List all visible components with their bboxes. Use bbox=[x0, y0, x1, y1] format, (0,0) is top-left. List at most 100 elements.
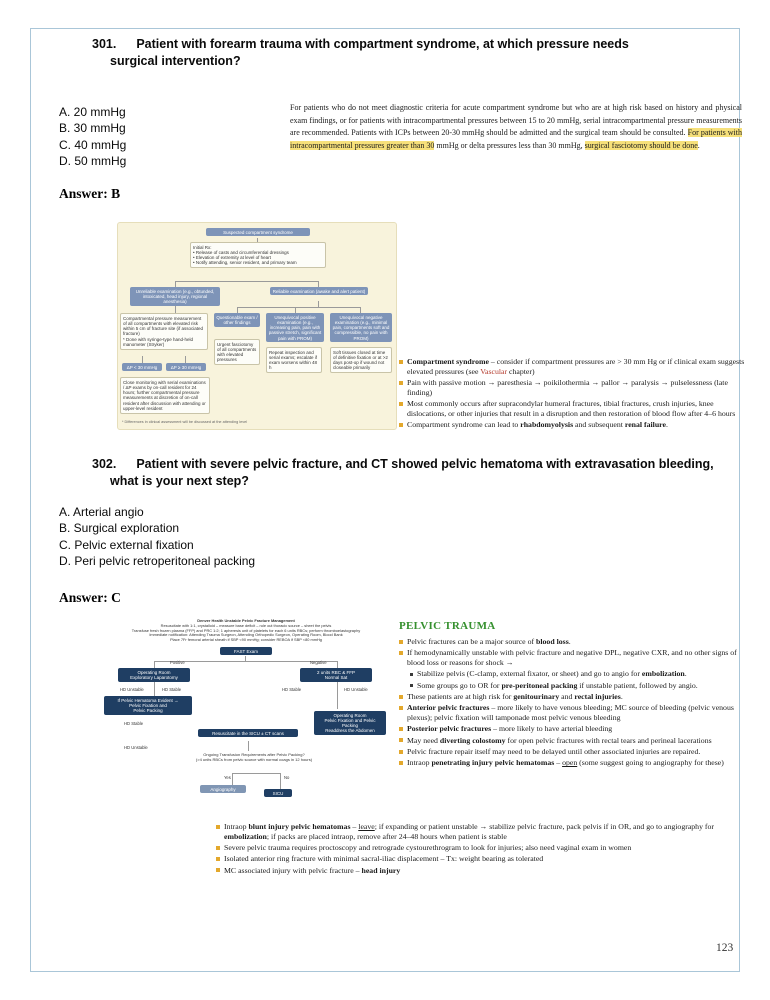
branch-label: No bbox=[284, 775, 290, 780]
flowchart-node: Initial Rx: • Release of casts and circu… bbox=[190, 242, 326, 269]
branch-label: HD Stable bbox=[162, 687, 182, 692]
connector-line bbox=[245, 656, 246, 661]
reference-excerpt: For patients who do not meet diagnostic … bbox=[290, 103, 742, 150]
question-302-options: A. Arterial angio B. Surgical exploratio… bbox=[59, 504, 255, 570]
connector-line bbox=[295, 307, 296, 313]
bullet-icon bbox=[399, 694, 403, 699]
note-text: Pelvic fractures can be a major source o… bbox=[407, 637, 571, 646]
flowchart-node: Compartmental pressure measurement of al… bbox=[120, 313, 208, 350]
note-bullet: Compartment syndrome – consider if compa… bbox=[399, 357, 746, 377]
note-bullet: Pain with passive motion → paresthesia →… bbox=[399, 378, 746, 398]
page-number: 123 bbox=[716, 942, 734, 954]
connector-line bbox=[232, 773, 233, 785]
flowchart-node: SICU bbox=[264, 789, 292, 798]
flowchart-node: 2 units RBC & FFP Normal Sat bbox=[300, 668, 372, 682]
bullet-icon bbox=[410, 672, 413, 676]
connector-line bbox=[154, 661, 338, 662]
note-bullet: Isolated anterior ring fracture with min… bbox=[216, 854, 750, 864]
flowchart-node: Operating Room Pelvic Fixation and Pelvi… bbox=[314, 711, 386, 736]
flowchart-node: Urgent fasciotomy of all compartments wi… bbox=[214, 339, 260, 366]
note-text: Most commonly occurs after supracondylar… bbox=[407, 399, 736, 418]
flowchart-node: Unequivocal negative examination (e.g., … bbox=[330, 313, 392, 343]
answer-302: Answer: C bbox=[59, 590, 121, 605]
connector-line bbox=[237, 307, 238, 313]
flowchart-text: Ongoing Transfusion Requirements after P… bbox=[195, 752, 313, 762]
note-bullet: Anterior pelvic fractures – more likely … bbox=[399, 703, 749, 723]
note-bullet: These patients are at high risk for geni… bbox=[399, 692, 749, 702]
pelvic-trauma-notes: Pelvic fractures can be a major source o… bbox=[399, 637, 749, 770]
note-bullet: If hemodynamically unstable with pelvic … bbox=[399, 648, 749, 668]
bullet-icon bbox=[216, 857, 220, 862]
flowchart-node: Unreliable examination (e.g., obtunded, … bbox=[130, 287, 220, 306]
note-text: Stabilize pelvis (C-clamp, external fixa… bbox=[417, 669, 687, 679]
bullet-icon bbox=[399, 727, 403, 732]
branch-label: HD Stable bbox=[282, 687, 302, 692]
note-text: Anterior pelvic fractures – more likely … bbox=[407, 703, 734, 723]
question-301-number: 301. bbox=[92, 37, 117, 51]
bullet-icon bbox=[399, 359, 403, 364]
note-text: Pain with passive motion → paresthesia →… bbox=[407, 378, 728, 397]
bullet-icon bbox=[399, 651, 403, 656]
flowchart-node: Questionable exam / other findings bbox=[214, 313, 260, 327]
page-border bbox=[30, 28, 740, 972]
note-text: Compartment syndrome can lead to rhabdom… bbox=[407, 420, 668, 430]
pelvic-fracture-flowchart: Denver Health Unstable Pelvic Fracture M… bbox=[100, 617, 392, 825]
flowchart-node: ΔP ≥ 30 mmHg bbox=[166, 363, 206, 372]
flowchart-node: Repeat inspection and serial exams; esca… bbox=[266, 347, 322, 374]
bullet-icon bbox=[216, 868, 220, 873]
connector-line bbox=[154, 661, 155, 668]
note-text: May need diverting colostomy for open pe… bbox=[407, 735, 712, 745]
note-text: Pelvic fracture repair itself may need t… bbox=[407, 746, 701, 756]
branch-label: HD Unstable bbox=[344, 687, 368, 692]
bullet-icon bbox=[216, 824, 220, 829]
bullet-icon bbox=[216, 845, 220, 850]
connector-line bbox=[232, 773, 280, 774]
connector-line bbox=[360, 307, 361, 313]
flowchart-header-line: Immediate notification: Attending Trauma… bbox=[149, 632, 343, 638]
connector-line bbox=[175, 281, 176, 287]
connector-line bbox=[280, 773, 281, 789]
flowchart-header-line: Place 7Fr femoral arterial sheath if SBP… bbox=[170, 637, 322, 643]
connector-line bbox=[337, 681, 338, 709]
bullet-icon bbox=[399, 738, 403, 743]
connector-line bbox=[318, 301, 319, 307]
bullet-icon bbox=[399, 761, 403, 766]
bullet-icon bbox=[399, 380, 403, 385]
question-302-number: 302. bbox=[92, 457, 117, 471]
connector-line bbox=[142, 356, 143, 363]
compartment-notes: Compartment syndrome – consider if compa… bbox=[399, 357, 746, 432]
note-text: Compartment syndrome – consider if compa… bbox=[407, 357, 745, 376]
flowchart-node: Suspected compartment syndrome bbox=[206, 228, 310, 237]
connector-line bbox=[248, 741, 249, 751]
note-bullet: Severe pelvic trauma requires proctoscop… bbox=[216, 843, 750, 853]
answer-301: Answer: B bbox=[59, 186, 121, 201]
note-bullet: May need diverting colostomy for open pe… bbox=[399, 736, 749, 746]
question-302: 302.Patient with severe pelvic fracture,… bbox=[92, 456, 732, 490]
note-sub-bullet: Some groups go to OR for pre-peritoneal … bbox=[410, 681, 749, 691]
flowchart-header: Denver Health Unstable Pelvic Fracture M… bbox=[104, 618, 388, 643]
flowchart-header-line: Resuscitate with 1:1, crystalloid – meas… bbox=[160, 622, 332, 628]
note-bullet: Pelvic fracture repair itself may need t… bbox=[399, 747, 749, 757]
option-301-a: A. 20 mmHg bbox=[59, 105, 126, 119]
note-text: Intraop penetrating injury pelvic hemato… bbox=[407, 758, 724, 768]
connector-line bbox=[175, 303, 176, 313]
bullet-icon bbox=[399, 639, 403, 644]
note-text: If hemodynamically unstable with pelvic … bbox=[407, 648, 737, 668]
compartment-syndrome-flowchart: Suspected compartment syndrome Initial R… bbox=[117, 222, 397, 430]
branch-label: Negative bbox=[310, 660, 327, 665]
note-text: These patients are at high risk for geni… bbox=[407, 691, 623, 701]
flowchart-node: ΔP < 30 mmHg bbox=[122, 363, 162, 372]
question-301-options: A. 20 mmHg B. 30 mmHg C. 40 mmHg D. 50 m… bbox=[59, 104, 126, 170]
connector-line bbox=[337, 661, 338, 668]
connector-line bbox=[175, 281, 319, 282]
option-302-d: D. Peri pelvic retroperitoneal packing bbox=[59, 554, 256, 569]
connector-line bbox=[237, 307, 361, 308]
note-bullet: Posterior pelvic fractures – more likely… bbox=[399, 724, 749, 734]
flowchart-node: FAST Exam bbox=[220, 647, 272, 656]
flowchart-node: Angiography bbox=[200, 785, 246, 794]
flowchart-header-line: Transfuse fresh frozen plasma (FFP) and … bbox=[131, 627, 361, 633]
flowchart-node: Close monitoring with serial examination… bbox=[120, 377, 210, 414]
note-text: MC associated injury with pelvic fractur… bbox=[224, 865, 401, 875]
note-text: Isolated anterior ring fracture with min… bbox=[224, 854, 544, 864]
